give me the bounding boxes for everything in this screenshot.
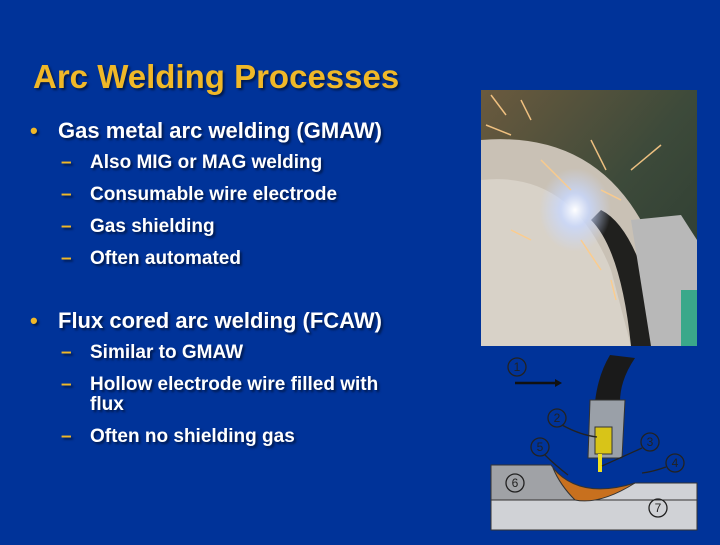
welding-photo-image: [481, 90, 697, 346]
sub-bullet-text: Often automated: [90, 248, 241, 269]
electrode-wire: [598, 454, 602, 472]
slide-title: Arc Welding Processes: [33, 58, 400, 95]
bullet-dot: •: [30, 308, 38, 333]
contact-tube: [594, 426, 613, 455]
bullet-fcaw: • Flux cored arc welding (FCAW): [30, 308, 410, 334]
sub-bullet: –Often no shielding gas: [61, 427, 410, 447]
label-1: 1: [514, 360, 521, 374]
dash: –: [61, 342, 72, 363]
dash: –: [61, 152, 72, 173]
bullet-text: Gas metal arc welding (GMAW): [58, 118, 382, 143]
bullet-dot: •: [30, 118, 38, 143]
sub-bullet-text: Similar to GMAW: [90, 342, 244, 363]
sub-bullet-text: Consumable wire electrode: [90, 184, 338, 205]
dash: –: [61, 248, 72, 269]
label-5: 5: [537, 440, 544, 454]
sub-bullet-text: Often no shielding gas: [90, 426, 295, 447]
sub-bullet: –Also MIG or MAG welding: [61, 153, 410, 173]
travel-arrow-icon: [555, 379, 562, 387]
sub-bullet: –Similar to GMAW: [61, 343, 410, 363]
sub-bullet: –Hollow electrode wire filled with flux: [61, 375, 410, 415]
bullet-list: •Gas metal arc welding (GMAW) –Also MIG …: [30, 118, 410, 447]
sub-bullet: –Consumable wire electrode: [61, 185, 410, 205]
sub-bullet-text: Also MIG or MAG welding: [90, 152, 323, 173]
bullet-text: Flux cored arc welding (FCAW): [58, 308, 382, 333]
weld-pool: [552, 467, 636, 502]
bullet-gmaw: • Gas metal arc welding (GMAW): [30, 118, 410, 144]
welding-photo: [481, 90, 697, 346]
label-4: 4: [672, 456, 679, 470]
sub-bullet-text: Gas shielding: [90, 216, 215, 237]
dash: –: [61, 216, 72, 237]
dash: –: [61, 426, 72, 447]
torch-cable: [595, 355, 635, 402]
label-3: 3: [647, 435, 654, 449]
label-2: 2: [554, 411, 561, 425]
gmaw-diagram: 1 2 3 4 5 6 7: [480, 340, 720, 540]
sub-bullet: –Often automated: [61, 249, 410, 269]
sub-bullet-text: Hollow electrode wire filled with flux: [90, 374, 379, 415]
dash: –: [61, 184, 72, 205]
label-7: 7: [655, 501, 662, 515]
sub-bullet: –Gas shielding: [61, 217, 410, 237]
dash: –: [61, 374, 72, 395]
label-6: 6: [512, 476, 519, 490]
